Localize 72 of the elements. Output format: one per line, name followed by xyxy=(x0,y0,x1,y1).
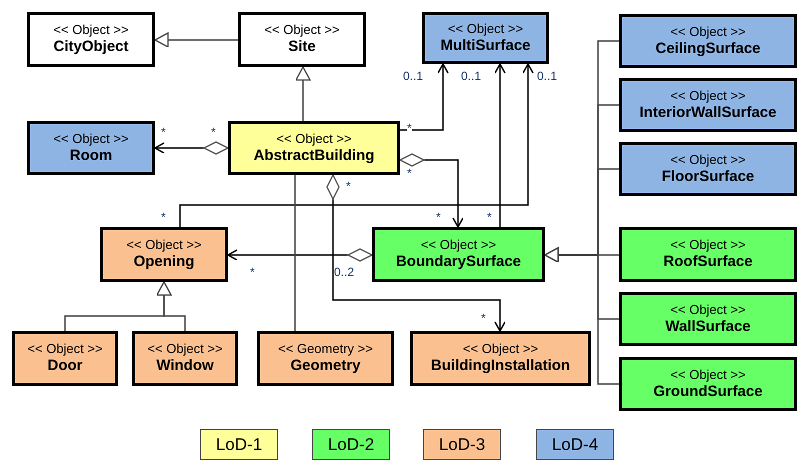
class-name: InteriorWallSurface xyxy=(640,104,776,122)
legend-swatch: LoD-3 xyxy=(423,429,501,460)
stereotype-label: << Object >> xyxy=(53,22,129,38)
class-box xyxy=(238,12,366,67)
class-box xyxy=(257,331,394,386)
stereotype-label: << Object >> xyxy=(670,88,746,104)
aggregation-arrow xyxy=(326,174,506,332)
generalization-arrow xyxy=(156,281,186,331)
stereotype-label: << Object >> xyxy=(670,302,746,318)
association-arrow xyxy=(179,63,534,227)
class-box xyxy=(100,227,228,282)
class-box xyxy=(619,357,797,411)
class-box xyxy=(27,121,155,175)
class-box xyxy=(619,14,797,68)
legend-swatch: LoD-2 xyxy=(312,429,390,460)
multiplicity-label: 0..2 xyxy=(334,266,354,278)
generalization-arrow xyxy=(295,66,311,121)
class-name: CityObject xyxy=(53,38,128,57)
class-box xyxy=(372,227,545,282)
class-name: Geometry xyxy=(290,357,361,376)
aggregation-arrow xyxy=(154,141,229,155)
class-name: Opening xyxy=(134,253,194,272)
connector-line xyxy=(294,175,296,331)
multiplicity-label: 0..1 xyxy=(403,70,424,82)
aggregation-arrow xyxy=(399,153,464,228)
class-name: RoofSurface xyxy=(663,253,753,272)
generalization-arrow xyxy=(154,32,238,48)
class-name: AbstractBuilding xyxy=(254,146,374,166)
stereotype-label: << Object >> xyxy=(147,341,223,358)
stereotype-label: << Object >> xyxy=(126,237,202,254)
class-box xyxy=(12,331,118,386)
class-name: Door xyxy=(48,357,82,376)
stereotype-label: << Geometry >> xyxy=(278,341,373,358)
stereotype-label: << Object >> xyxy=(53,130,129,147)
class-box xyxy=(228,121,400,175)
legend-swatch: LoD-1 xyxy=(200,429,278,460)
aggregation-arrow xyxy=(227,248,373,262)
stereotype-label: << Object >> xyxy=(670,24,746,40)
class-name: Window xyxy=(156,357,214,376)
class-box xyxy=(132,331,238,386)
class-box xyxy=(619,292,797,346)
stereotype-label: << Object >> xyxy=(462,341,538,358)
association-arrow xyxy=(400,63,449,131)
class-name: WallSurface xyxy=(665,318,751,336)
generalization-arrow xyxy=(544,247,619,385)
stereotype-label: << Object >> xyxy=(27,341,103,358)
class-box xyxy=(619,227,797,282)
class-name: MultiSurface xyxy=(440,36,530,56)
class-box xyxy=(422,12,549,64)
stereotype-label: << Object >> xyxy=(670,366,746,383)
class-name: BuildingInstallation xyxy=(430,357,570,376)
class-name: FloorSurface xyxy=(662,168,754,186)
multiplicity-label: * xyxy=(407,122,412,134)
multiplicity-label: 0..1 xyxy=(537,70,558,82)
class-name: Room xyxy=(70,146,112,166)
legend-swatch: LoD-4 xyxy=(536,429,614,460)
class-name: CeilingSurface xyxy=(655,40,761,58)
multiplicity-label: 0..1 xyxy=(461,70,482,82)
stereotype-label: << Object >> xyxy=(670,237,746,254)
class-box xyxy=(619,78,797,132)
association-arrow xyxy=(494,63,506,227)
class-name: BoundarySurface xyxy=(396,253,522,272)
class-name: GroundSurface xyxy=(653,382,763,402)
class-name: Site xyxy=(288,38,316,57)
stereotype-label: << Object >> xyxy=(420,237,496,254)
stereotype-label: << Object >> xyxy=(670,152,746,168)
class-box xyxy=(27,12,155,67)
class-box xyxy=(410,331,591,386)
stereotype-label: << Object >> xyxy=(264,22,340,38)
class-box xyxy=(619,142,797,196)
stereotype-label: << Object >> xyxy=(276,130,352,147)
stereotype-label: << Object >> xyxy=(448,20,524,37)
